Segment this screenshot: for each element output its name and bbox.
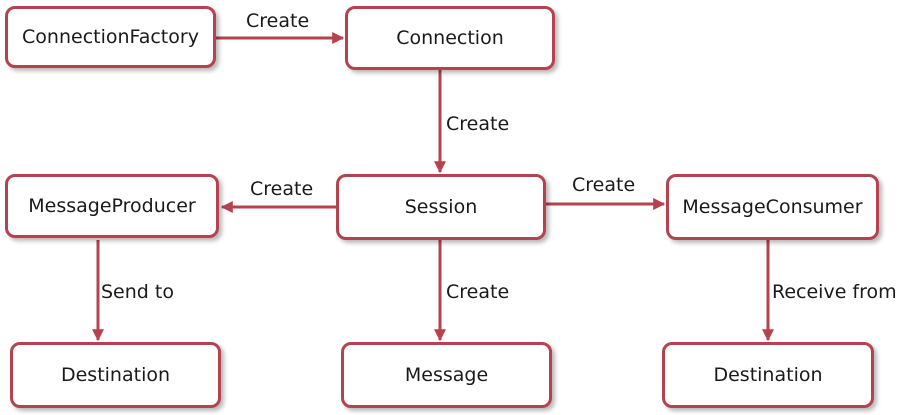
node-destination-receive: Destination bbox=[662, 342, 874, 408]
node-connection-factory: ConnectionFactory bbox=[5, 6, 216, 68]
node-destination-send: Destination bbox=[10, 342, 221, 408]
label-factory-to-connection: Create bbox=[246, 10, 310, 32]
label-producer-to-destination: Send to bbox=[101, 281, 174, 303]
node-message: Message bbox=[341, 342, 552, 408]
node-connection: Connection bbox=[345, 6, 555, 70]
node-session: Session bbox=[336, 174, 546, 240]
label-session-to-consumer: Create bbox=[572, 174, 636, 196]
label-session-to-message: Create bbox=[446, 281, 510, 303]
label-session-to-producer: Create bbox=[250, 178, 314, 200]
node-message-producer: MessageProducer bbox=[5, 174, 219, 238]
label-connection-to-session: Create bbox=[446, 113, 510, 135]
node-message-consumer: MessageConsumer bbox=[666, 174, 879, 240]
label-consumer-from-destination: Receive from bbox=[772, 281, 897, 303]
